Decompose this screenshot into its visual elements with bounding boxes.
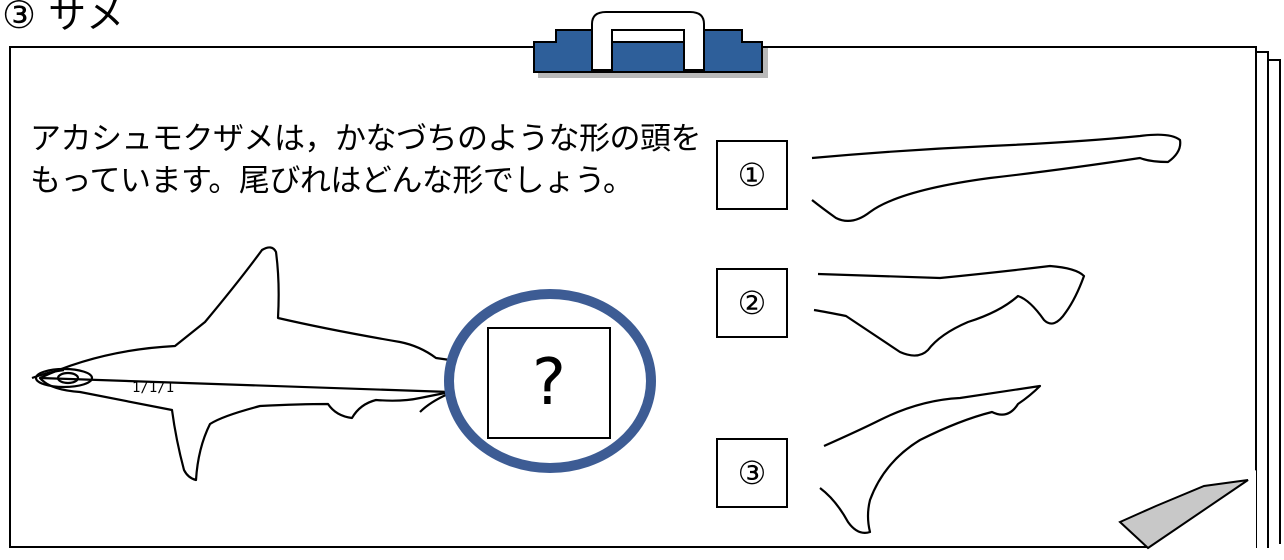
page-stack xyxy=(1256,51,1281,548)
tail-option-3 xyxy=(819,384,1042,534)
worksheet-frame xyxy=(9,46,1257,548)
choice-1-button[interactable]: ① xyxy=(716,140,788,210)
question-line-2: もっています。尾びれはどんな形でしょう。 xyxy=(30,163,634,199)
highlight-circle xyxy=(444,289,656,473)
shark-marking: 1/1/1 xyxy=(132,380,174,396)
tail-fin-illustration xyxy=(811,133,1182,534)
section-heading: ③ サメ xyxy=(2,0,125,37)
choice-2-button[interactable]: ② xyxy=(716,268,788,338)
page-curl-icon xyxy=(1118,470,1256,550)
tail-option-2 xyxy=(813,264,1086,357)
tail-option-1 xyxy=(811,133,1182,223)
question-line-1: アカシュモクザメは，かなづちのような形の頭を xyxy=(30,121,702,157)
mystery-tail-box: ? xyxy=(487,327,611,439)
binder-clip-icon xyxy=(533,11,768,78)
shark-illustration xyxy=(31,246,452,482)
question-text: アカシュモクザメは，かなづちのような形の頭を もっています。尾びれはどんな形でし… xyxy=(30,118,702,202)
choice-3-button[interactable]: ③ xyxy=(716,438,788,508)
